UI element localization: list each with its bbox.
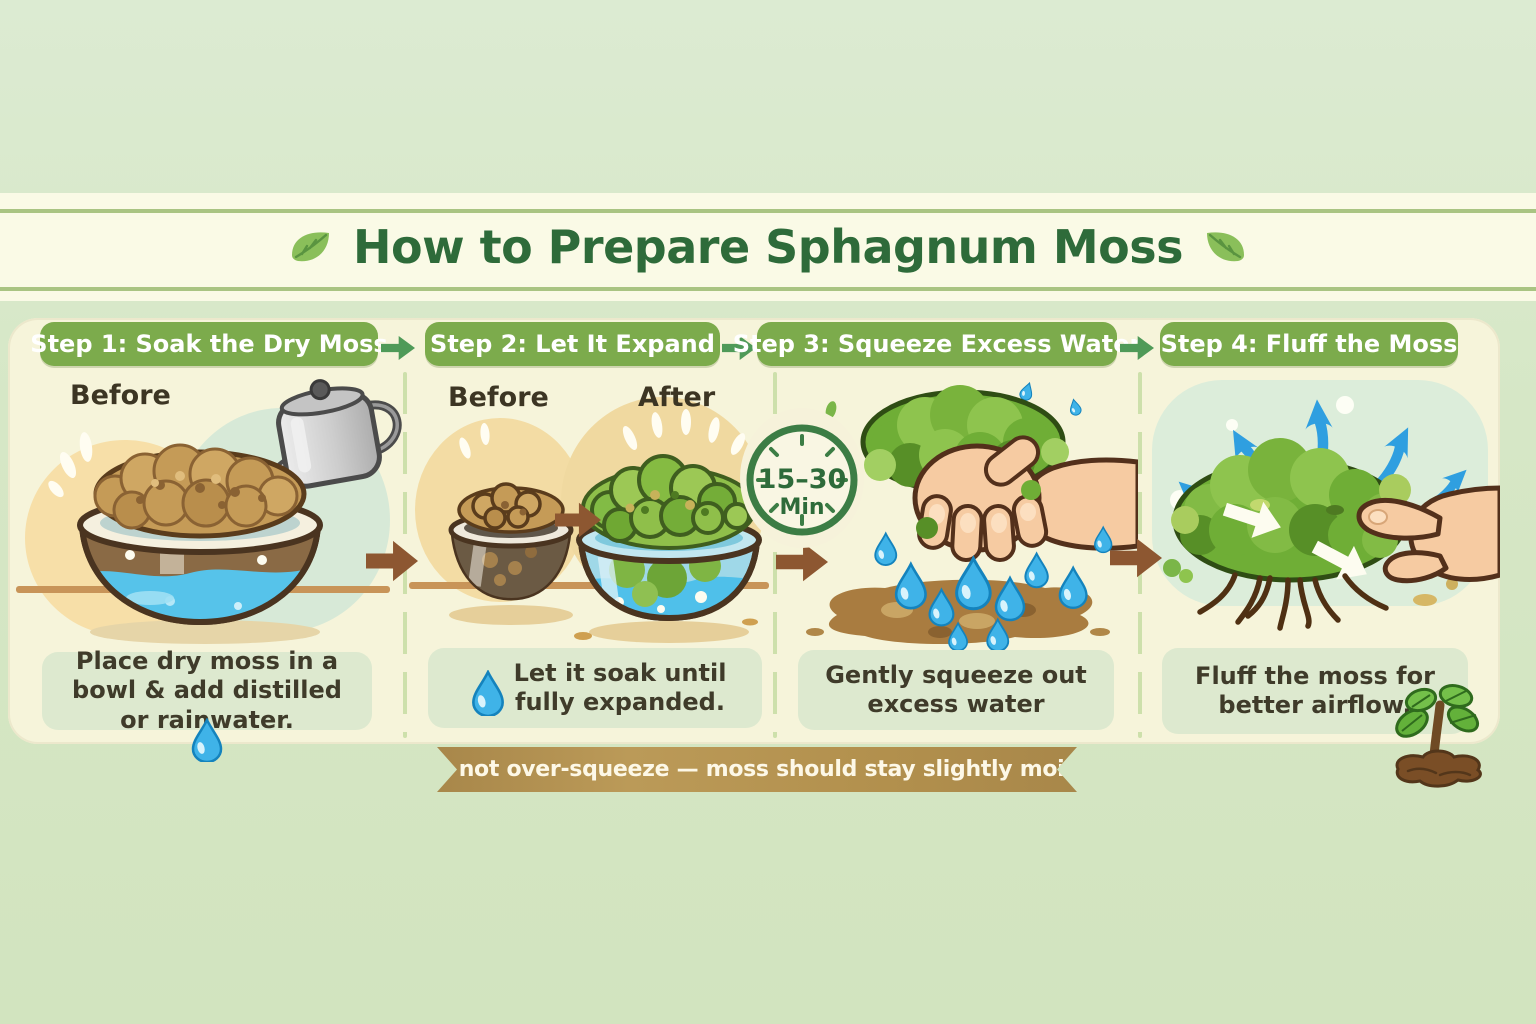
- step-2-header: Step 2: Let It Expand: [425, 322, 720, 366]
- step-2-illustration: [409, 397, 769, 643]
- step-1-illustration: [16, 379, 402, 644]
- sprout-icon: [1395, 684, 1482, 788]
- timer-unit: Min: [779, 495, 824, 520]
- bowl-expanded-moss-icon: [576, 454, 762, 622]
- leaf-icon: [1207, 232, 1245, 262]
- water-drop-icon: [190, 718, 224, 762]
- step-3-caption: Gently squeeze out excess water: [798, 650, 1114, 730]
- column-divider: [773, 372, 777, 738]
- page-title: How to Prepare Sphagnum Moss: [352, 220, 1184, 274]
- step-4-header: Step 4: Fluff the Moss: [1160, 322, 1458, 366]
- warning-ribbon: Do not over-squeeze — moss should stay s…: [437, 747, 1077, 792]
- step2-after-label: After: [638, 382, 716, 413]
- title-row: How to Prepare Sphagnum Moss: [0, 193, 1536, 301]
- step-1-header: Step 1: Soak the Dry Moss: [30, 322, 388, 366]
- timer-clock-icon: 15–30 Min: [740, 408, 864, 548]
- banner-rule-bottom: [0, 287, 1536, 291]
- banner-rule-top: [0, 209, 1536, 213]
- water-drop-icon: [470, 670, 506, 716]
- hand-fluff-icon: [1356, 485, 1500, 584]
- warning-text: Do not over-squeeze — moss should stay s…: [418, 757, 1096, 782]
- step2-before-label: Before: [448, 382, 549, 413]
- leaf-icon: [291, 232, 329, 262]
- step-3-illustration: [804, 370, 1138, 662]
- step-1-caption: Place dry moss in a bowl & add distilled…: [42, 647, 372, 734]
- roots-icon: [1197, 572, 1389, 631]
- bowl-dry-moss-icon: [77, 443, 323, 626]
- timer-range: 15–30: [758, 464, 847, 495]
- step-3-header: Step 3: Squeeze Excess Water: [733, 322, 1141, 366]
- steps-panel: Step 1: Soak the Dry Moss Step 2: Let It…: [8, 318, 1500, 744]
- step-4-illustration: [1152, 380, 1500, 631]
- step1-before-label: Before: [70, 380, 171, 411]
